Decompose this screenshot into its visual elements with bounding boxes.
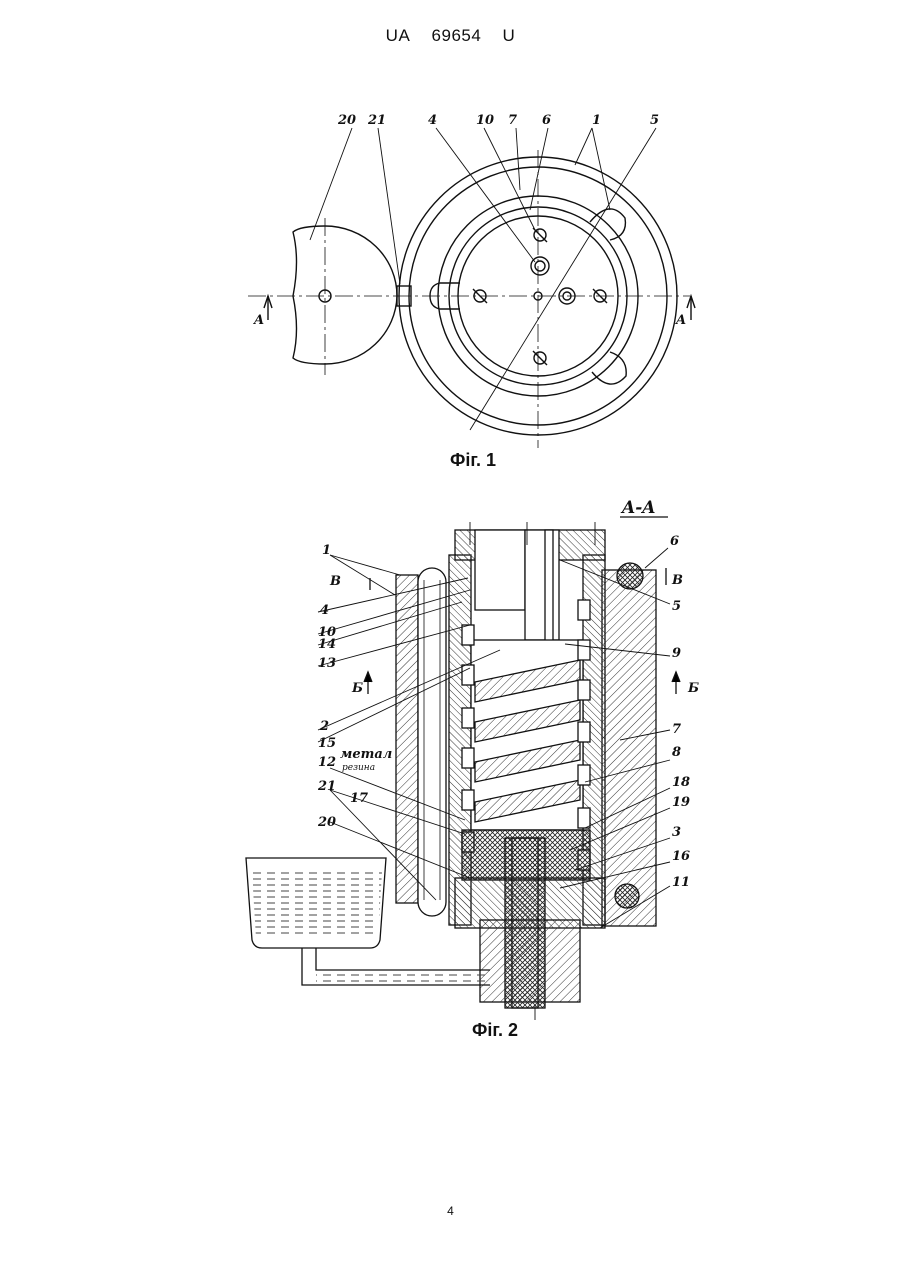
label-13: 13 bbox=[318, 656, 336, 671]
label-20: 20 bbox=[337, 113, 356, 128]
label-4: 4 bbox=[320, 603, 329, 618]
section-a-left: A bbox=[252, 313, 264, 328]
label-7: 7 bbox=[672, 722, 681, 737]
label-1: 1 bbox=[592, 113, 601, 128]
figure-2-caption: Фіг. 2 bbox=[472, 1020, 518, 1041]
page-number: 4 bbox=[0, 1204, 901, 1218]
label-11: 11 bbox=[672, 875, 690, 890]
label-1: 1 bbox=[322, 543, 331, 558]
label-rezina: резина bbox=[342, 763, 375, 773]
section-title: A-A bbox=[620, 498, 655, 518]
label-3: 3 bbox=[672, 825, 681, 840]
label-18: 18 bbox=[672, 775, 690, 790]
label-v-left: В bbox=[329, 574, 341, 589]
label-5: 5 bbox=[650, 113, 659, 128]
label-8: 8 bbox=[672, 745, 681, 760]
label-14: 14 bbox=[318, 637, 336, 652]
section-a-right: A bbox=[674, 313, 686, 328]
label-6: 6 bbox=[670, 534, 679, 549]
label-b-left: Б bbox=[351, 681, 363, 696]
label-10: 10 bbox=[476, 113, 494, 128]
label-19: 19 bbox=[672, 795, 690, 810]
label-2: 2 bbox=[319, 719, 329, 734]
figure-1-caption: Фіг. 1 bbox=[450, 450, 496, 471]
label-20: 20 bbox=[317, 815, 336, 830]
label-16: 16 bbox=[672, 849, 690, 864]
label-15: 15 bbox=[318, 736, 336, 751]
label-v-right: В bbox=[671, 573, 683, 588]
label-21: 21 bbox=[367, 113, 386, 128]
label-12: 12 bbox=[318, 755, 336, 770]
label-6: 6 bbox=[542, 113, 551, 128]
label-4: 4 bbox=[428, 113, 437, 128]
figure-1 bbox=[248, 128, 695, 448]
label-17: 17 bbox=[350, 791, 368, 806]
label-5: 5 bbox=[672, 599, 681, 614]
figure-2 bbox=[246, 517, 680, 1020]
label-7: 7 bbox=[508, 113, 517, 128]
label-metal: метал bbox=[340, 747, 392, 762]
label-9: 9 bbox=[672, 646, 681, 661]
label-b-right: Б bbox=[687, 681, 699, 696]
label-21: 21 bbox=[317, 779, 336, 794]
